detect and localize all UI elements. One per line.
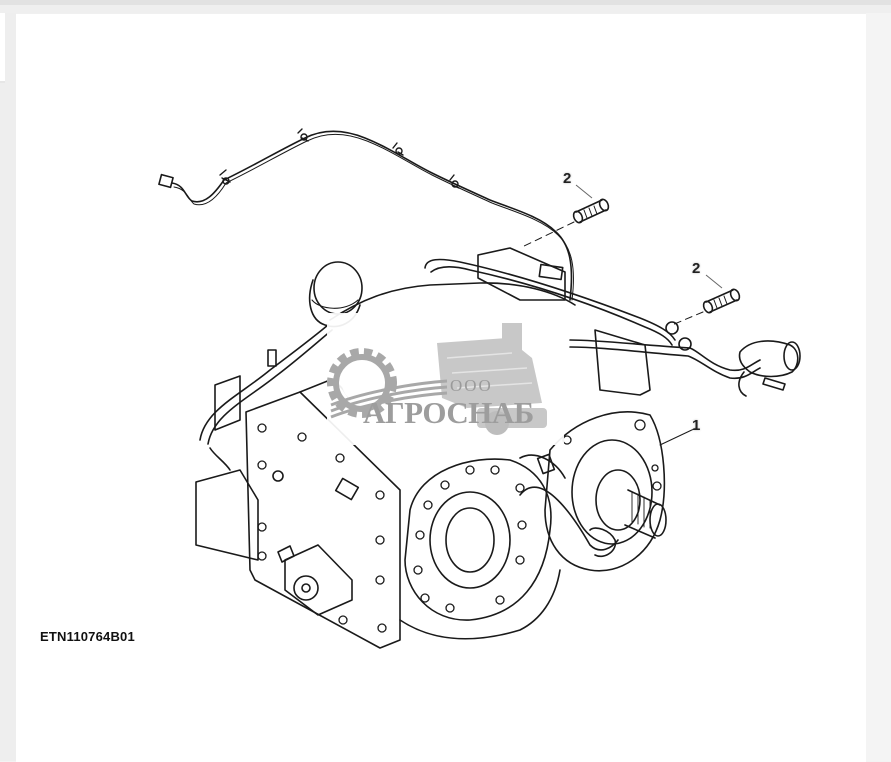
output-shaft-housing <box>544 411 697 572</box>
callout-2-right: 2 <box>692 260 701 277</box>
wiring-harness <box>158 128 574 301</box>
middle-housing <box>399 458 561 640</box>
right-gutter <box>866 13 891 761</box>
callout-2-upper: 2 <box>563 170 572 187</box>
callout-1: 1 <box>692 417 701 434</box>
figure-id-label: ETN110764B01 <box>40 629 135 644</box>
stud-upper <box>519 198 610 249</box>
front-plate <box>245 379 401 649</box>
sensor-wiring <box>519 453 619 558</box>
left-gutter <box>0 13 16 761</box>
left-bracket <box>195 324 333 561</box>
top-bar-shadow <box>0 5 891 13</box>
combine-harvester-icon <box>437 323 547 435</box>
speed-sensor <box>277 544 353 616</box>
watermark-logo: ООО АГРОСНАБ <box>327 313 564 445</box>
watermark-prefix: ООО <box>450 376 493 395</box>
left-subpanel <box>0 13 5 83</box>
transmission-upper-body <box>329 247 651 396</box>
stud-right <box>671 288 741 326</box>
electrical-connector <box>738 340 801 397</box>
top-bar <box>0 0 891 5</box>
watermark-name: АГРОСНАБ <box>363 395 534 430</box>
